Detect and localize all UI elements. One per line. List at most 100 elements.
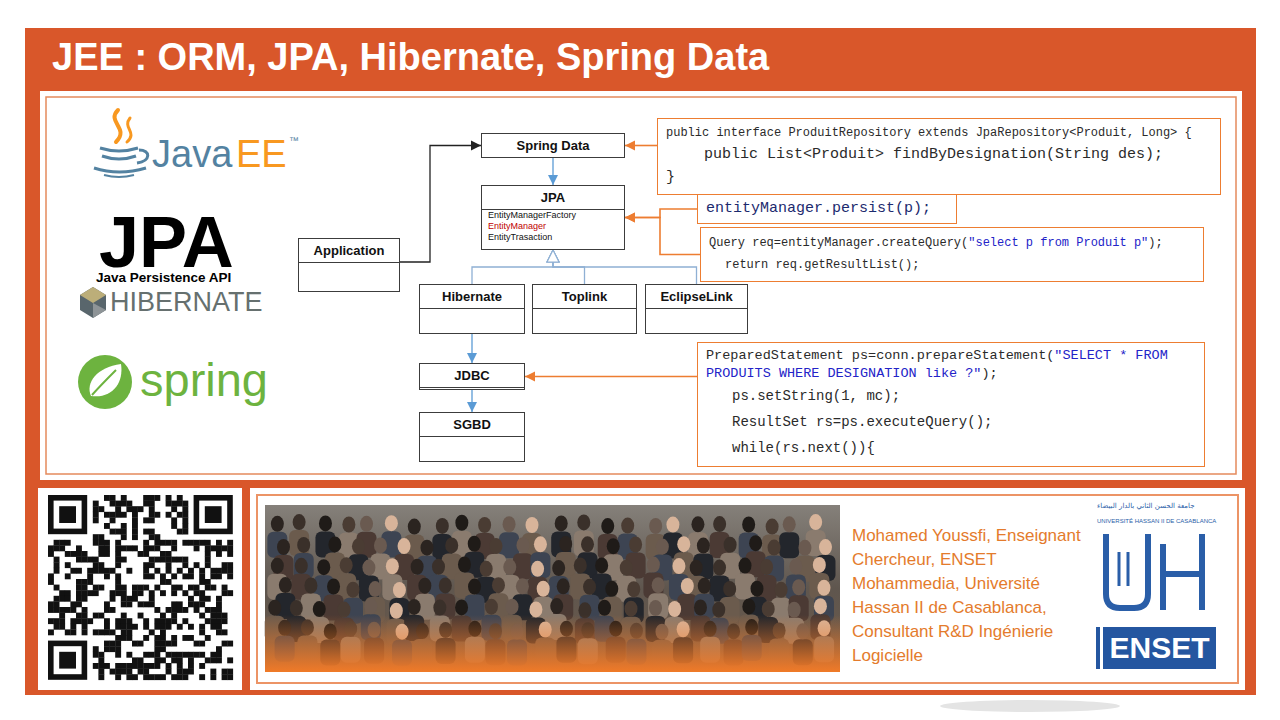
qr-module [222,629,228,635]
qr-module [121,596,127,602]
person-head [691,516,704,532]
person-head [598,600,611,616]
qr-module [132,590,138,596]
person-head [362,560,375,576]
qr-module [65,590,71,596]
qr-module [65,551,71,557]
qr-module [104,512,110,518]
qr-module [177,568,183,574]
qr-module [98,585,104,591]
qr-finder [199,501,227,529]
qr-module [210,607,216,613]
qr-module [54,562,60,568]
qr-module [188,663,194,669]
qr-module [171,501,177,507]
compartment-divider [533,308,636,309]
qr-module [59,590,65,596]
qr-module [199,613,205,619]
person-head [605,581,618,597]
person-head [627,581,640,597]
qr-module [182,652,188,658]
person-head [681,578,694,594]
qr-module [104,601,110,607]
qr-module [93,534,99,540]
qr-module [104,523,110,529]
qr-module [222,585,228,591]
qr-module [227,568,233,574]
qr-module [115,557,121,563]
qr-module [210,674,216,680]
box-label: Hibernate [442,289,502,305]
qr-module [205,579,211,585]
qr-module [166,579,172,585]
qr-module [65,562,71,568]
qr-module [194,540,200,546]
qr-module [138,657,144,663]
arrow-connector [625,218,700,255]
qr-module [82,557,88,563]
qr-module [216,652,222,658]
qr-module [70,551,76,557]
arrow-connector [552,158,553,185]
qr-module [48,573,54,579]
person-head [480,561,493,577]
qr-module [194,585,200,591]
qr-module [93,517,99,523]
box-label: Application [314,243,385,259]
person-head [293,514,306,530]
qr-module [154,652,160,658]
qr-module [76,590,82,596]
person-head [629,537,642,553]
person-head [672,558,685,574]
qr-module [149,629,155,635]
qr-module [205,618,211,624]
qr-module [115,540,121,546]
code-token: ); [1148,236,1162,250]
qr-module [177,624,183,630]
qr-module [82,551,88,557]
qr-module [70,624,76,630]
qr-module [171,523,177,529]
qr-module [65,607,71,613]
qr-module [199,568,205,574]
qr-module [121,590,127,596]
qr-module [154,512,160,518]
qr-module [177,529,183,535]
qr-module [188,573,194,579]
qr-module [76,545,82,551]
compartment-divider [646,308,747,309]
qr-module [104,573,110,579]
qr-module [110,517,116,523]
logo-text: جامعة الحسن الثاني بالدار البيضاء [1097,503,1195,510]
qr-module [216,657,222,663]
qr-module [149,512,155,518]
qr-module [121,613,127,619]
qr-module [166,652,172,658]
qr-module [182,669,188,675]
qr-module [54,568,60,574]
qr-module [205,562,211,568]
qr-module [143,674,149,680]
qr-module [160,579,166,585]
qr-module [160,641,166,647]
person-head [374,537,387,553]
person-head [789,558,802,574]
person-head [724,537,737,553]
qr-module [126,506,132,512]
author-panel-ground [250,488,1245,690]
qr-module [98,674,104,680]
compartment-divider [482,209,624,210]
qr-module [110,607,116,613]
qr-module [222,641,228,647]
qr-module [216,596,222,602]
qr-module [121,663,127,669]
qr-module [216,618,222,624]
code-token: Query req=entityManager.createQuery( [709,236,968,250]
qr-module [154,495,160,501]
qr-module [222,618,228,624]
emblem-h [1163,534,1202,610]
qr-module [143,540,149,546]
qr-module [177,607,183,613]
qr-module [76,596,82,602]
qr-module [205,540,211,546]
